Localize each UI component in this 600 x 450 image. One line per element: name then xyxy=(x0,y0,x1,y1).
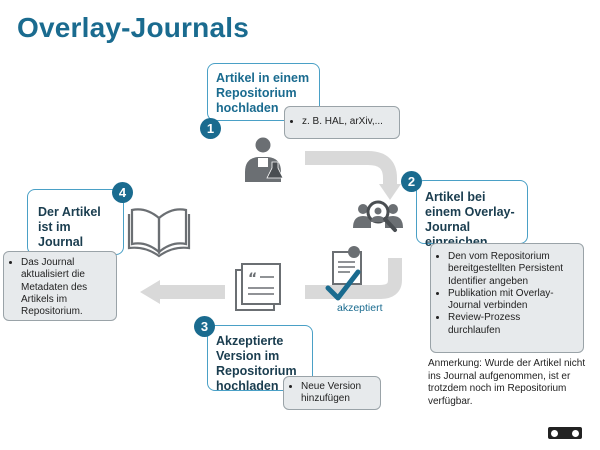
step-2-note-item: Review-Prozess durchlaufen xyxy=(448,312,575,337)
scientist-icon xyxy=(245,137,284,182)
step-1-note-item: z. B. HAL, arXiv,... xyxy=(302,116,391,128)
step-3-badge: 3 xyxy=(194,316,215,337)
arrow-step2-to-3 xyxy=(305,258,402,299)
step-2-badge: 2 xyxy=(401,171,422,192)
step-1-badge: 1 xyxy=(200,118,221,139)
step-2-label: Artikel bei einem Overlay-Journal einrei… xyxy=(425,190,515,249)
step-3-note: Neue Version hinzufügen xyxy=(283,376,381,410)
step-4-note-item: Das Journal aktualisiert die Metadaten d… xyxy=(21,257,108,318)
step-3-label: Akzeptierte Version im Repositorium hoch… xyxy=(216,334,297,393)
step-2-note: Den vom Repositorium bereitgestellten Pe… xyxy=(430,243,584,353)
step-2-note-item: Publikation mit Overlay-Journal verbinde… xyxy=(448,288,575,313)
reviewers-magnifier-icon xyxy=(353,200,403,232)
certificate-check-icon xyxy=(325,246,362,301)
step-4-box: Der Artikel ist im Journal publiziert. xyxy=(27,189,124,264)
cc-symbol-icon xyxy=(550,428,559,438)
step-1-label: Artikel in einem Repositorium hochladen xyxy=(216,71,310,115)
document-quote-icon: “ xyxy=(235,263,281,311)
page-title: Overlay-Journals xyxy=(17,12,249,43)
open-book-icon xyxy=(127,208,191,258)
cc-license-icon[interactable] xyxy=(548,427,582,439)
arrow-step1-to-2 xyxy=(305,151,397,186)
accepted-label: akzeptiert xyxy=(337,302,383,314)
svg-text:“: “ xyxy=(248,271,257,287)
step-2-box: Artikel bei einem Overlay-Journal einrei… xyxy=(416,180,528,249)
step-3-note-item: Neue Version hinzufügen xyxy=(301,381,372,406)
by-symbol-icon xyxy=(571,428,580,438)
remark-text: Anmerkung: Wurde der Artikel nicht ins J… xyxy=(428,358,586,407)
arrow-head-to-2 xyxy=(379,184,401,200)
step-2-note-item: Den vom Repositorium bereitgestellten Pe… xyxy=(448,251,575,288)
arrow-head-to-4 xyxy=(140,280,160,304)
step-1-note: z. B. HAL, arXiv,... xyxy=(284,106,400,139)
step-4-note: Das Journal aktualisiert die Metadaten d… xyxy=(3,251,117,321)
step-4-badge: 4 xyxy=(112,182,133,203)
